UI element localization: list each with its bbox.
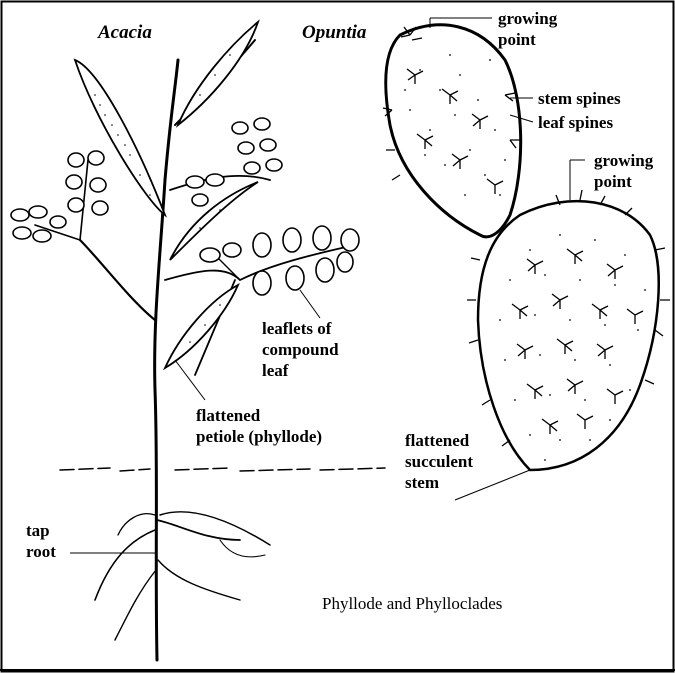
label-line: leaf	[262, 360, 339, 381]
label-line: root	[26, 541, 56, 562]
label-growing-point-top: growing point	[498, 8, 557, 50]
leaflets	[11, 118, 359, 295]
label-line: flattened	[405, 430, 473, 451]
upper-cladode	[386, 25, 521, 237]
phyllode-lower	[165, 285, 238, 368]
label-line: compound	[262, 339, 339, 360]
label-line: flattened	[196, 405, 322, 426]
soil-line	[60, 468, 385, 471]
leader-phyllode	[175, 360, 205, 400]
leader-leaflets	[300, 290, 320, 318]
diagram-caption: Phyllode and Phylloclades	[322, 594, 502, 614]
label-line: petiole (phyllode)	[196, 426, 322, 447]
label-phyllode: flattened petiole (phyllode)	[196, 405, 322, 447]
phyllodes	[75, 22, 258, 368]
label-stem-spines: stem spines	[538, 88, 621, 109]
label-line: growing	[594, 150, 653, 171]
label-line: tap	[26, 520, 56, 541]
label-growing-point-right: growing point	[594, 150, 653, 192]
label-line: growing	[498, 8, 557, 29]
label-leaf-spines: leaf spines	[538, 112, 613, 133]
root-branch	[160, 512, 270, 545]
acacia-title: Acacia	[98, 22, 152, 44]
label-line: point	[498, 29, 557, 50]
label-leaflets: leaflets of compound leaf	[262, 318, 339, 381]
root-branch	[158, 560, 240, 600]
phyllode-top-left	[75, 60, 165, 215]
label-succulent-stem: flattened succulent stem	[405, 430, 473, 493]
phyllode-top-right	[178, 22, 258, 125]
branch	[80, 240, 155, 320]
lower-cladode	[478, 201, 659, 470]
label-line: succulent	[405, 451, 473, 472]
label-tap-root: tap root	[26, 520, 56, 562]
root-branch	[95, 530, 155, 600]
label-line: leaflets of	[262, 318, 339, 339]
root-branch	[220, 540, 265, 557]
label-line: stem	[405, 472, 473, 493]
opuntia-title: Opuntia	[302, 22, 366, 44]
label-line: point	[594, 171, 653, 192]
root-branch	[115, 570, 156, 640]
